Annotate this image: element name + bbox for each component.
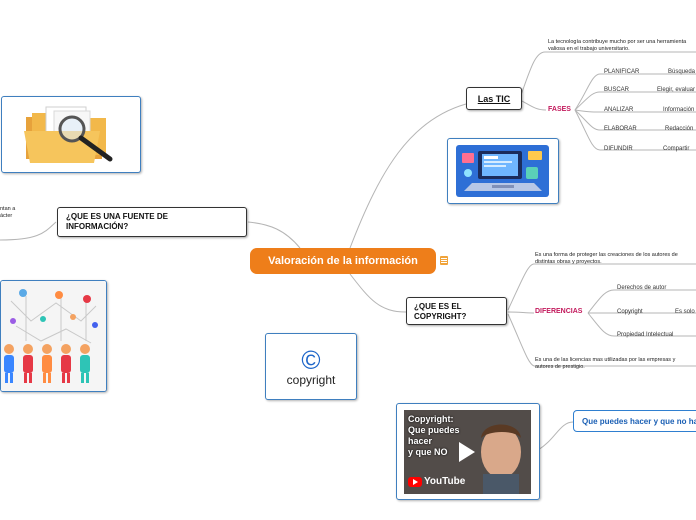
- diferencia-item: Derechos de autor: [617, 285, 667, 291]
- node-copyright-label-line1: ¿QUE ES EL: [414, 302, 462, 311]
- tic-description-line2: valiosa en el trabajo universitario.: [548, 46, 630, 52]
- phase-detail: Búsqueda: [668, 69, 696, 75]
- video-title: Copyright: Que puedes hacer y que NO: [408, 414, 460, 458]
- licencias-description: Es una de las licencias mas utilizadas p…: [535, 357, 675, 371]
- phase-name: ELABORAR: [604, 126, 637, 132]
- youtube-logo: YouTube: [408, 476, 465, 487]
- people-network-icon: [1, 281, 106, 391]
- phase-name: BUSCAR: [604, 87, 630, 93]
- copyright-logo-image[interactable]: © copyright: [265, 333, 357, 400]
- fuente-side-text-line2: ácter: [0, 213, 13, 219]
- video-link-label: Que puedes hacer y que no ha: [582, 416, 696, 426]
- fases-label[interactable]: FASES: [548, 106, 571, 113]
- diferencia-item: Copyright: [617, 309, 643, 315]
- licencias-description-line1: Es una de las licencias mas utilizadas p…: [535, 357, 676, 363]
- phase-detail: Elegir, evaluar: [657, 87, 696, 93]
- video-thumbnail-graphic: [404, 410, 531, 494]
- video-link-node[interactable]: Que puedes hacer y que no ha: [573, 410, 696, 432]
- copyright-description-line1: Es una forma de proteger las creaciones …: [535, 252, 678, 258]
- phase-name: ANALIZAR: [604, 107, 634, 113]
- central-topic[interactable]: Valoración de la información: [250, 248, 436, 274]
- node-las-tic-label: Las TIC: [477, 93, 511, 104]
- licencias-description-line2: autores de prestigio.: [535, 364, 585, 370]
- node-fuente-label-line1: ¿QUE ES UNA FUENTE DE: [66, 212, 168, 221]
- copyright-description-line2: distintas obras y proyectos.: [535, 259, 602, 265]
- youtube-brand-text: YouTube: [424, 476, 466, 487]
- tic-image[interactable]: [447, 138, 559, 204]
- video-title-line4: y que NO: [408, 447, 448, 457]
- diferencia-item: Propiedad Intelectual: [617, 332, 674, 338]
- video-title-line2: Que puedes: [408, 425, 460, 435]
- copyright-logo-text: copyright: [286, 372, 336, 387]
- diferencias-label[interactable]: DIFERENCIAS: [535, 308, 583, 315]
- folder-magnifier-icon: [24, 106, 113, 163]
- phase-detail: Redacción: [665, 126, 694, 132]
- phase-name: DIFUNDIR: [604, 146, 633, 152]
- folder-image[interactable]: [1, 96, 141, 173]
- video-title-line3: hacer: [408, 436, 433, 446]
- diferencia-detail: Es solo: [675, 309, 695, 315]
- phase-name: PLANIFICAR: [604, 69, 640, 75]
- central-topic-label: Valoración de la información: [268, 255, 418, 267]
- node-fuente-label-line2: INFORMACIÓN?: [66, 222, 129, 231]
- network-people-image[interactable]: [0, 280, 107, 392]
- fuente-side-text: ntan a ácter: [0, 206, 15, 220]
- copyright-description: Es una forma de proteger las creaciones …: [535, 252, 678, 266]
- video-title-line1: Copyright:: [408, 414, 454, 424]
- node-copyright-label-line2: COPYRIGHT?: [414, 312, 467, 321]
- youtube-play-icon: [408, 476, 422, 487]
- video-thumbnail[interactable]: Copyright: Que puedes hacer y que NO You…: [396, 403, 540, 500]
- fuente-side-text-line1: ntan a: [0, 206, 16, 212]
- tic-description: La tecnología contribuye mucho por ser u…: [548, 39, 686, 53]
- copyright-symbol-icon: ©: [301, 344, 321, 375]
- node-fuente-informacion[interactable]: ¿QUE ES UNA FUENTE DE INFORMACIÓN?: [57, 207, 247, 237]
- tic-description-line1: La tecnología contribuye mucho por ser u…: [548, 39, 687, 45]
- phase-detail: Información: [663, 107, 695, 113]
- laptop-illustration-icon: [456, 145, 549, 197]
- notes-icon[interactable]: [440, 256, 448, 265]
- node-las-tic[interactable]: Las TIC: [466, 87, 522, 110]
- phase-detail: Compartir: [663, 146, 690, 152]
- node-copyright[interactable]: ¿QUE ES EL COPYRIGHT?: [406, 297, 507, 325]
